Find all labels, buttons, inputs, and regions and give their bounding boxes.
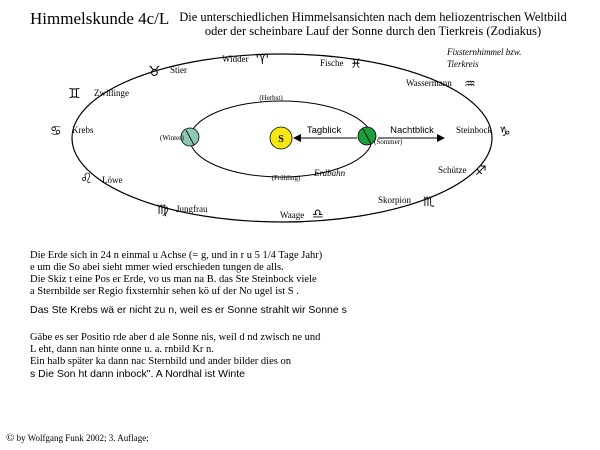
sign-loewe-label: Löwe: [102, 175, 123, 185]
night-view-label: Nachtblick: [390, 125, 434, 136]
title-line-2: oder der scheinbare Lauf der Sonne durch…: [204, 24, 542, 38]
sign-waage-label: Waage: [280, 210, 304, 220]
season-autumn: (Herbst): [259, 94, 283, 102]
sign-skorpion-label: Skorpion: [378, 195, 412, 205]
paragraph-cancer-visibility: Das Ste Krebs wä er nicht zu n, weil es …: [30, 304, 347, 316]
season-summer: (Sommer): [374, 138, 403, 146]
sign-stier-label: Stier: [170, 65, 187, 75]
footer-credit: © by Wolfgang Funk 2002; 3. Auflage;: [6, 432, 149, 444]
sun: [269, 126, 293, 150]
sign-widder-label: Widder: [222, 54, 249, 64]
sign-stier: ♉ Stier: [148, 64, 187, 80]
earth-axis-winter: [185, 129, 195, 146]
sign-zwillinge-label: Zwillinge: [94, 88, 129, 98]
text-line: Die Erde sich in 24 n einmal u Achse (= …: [30, 250, 323, 261]
sign-skorpion: Skorpion ♏: [378, 195, 435, 210]
text-line: Ein halb später ka dann nac Sternbild un…: [30, 356, 291, 367]
course-title: Himmelskunde 4c/L: [30, 9, 170, 28]
season-winter: (Winter): [160, 134, 184, 142]
aries-icon: ♈: [256, 52, 269, 68]
copyright-icon: ©: [6, 432, 15, 444]
earth-axis-summer: [362, 128, 372, 145]
sign-widder: Widder ♈: [222, 52, 269, 68]
corner-label-line-1: Fixsternhimmel bzw.: [446, 47, 521, 57]
season-spring: (Frühling): [272, 174, 301, 182]
sign-zwillinge: ♊ Zwillinge: [68, 86, 129, 102]
paragraph-position: Gäbe es ser Positio rde aber d ale Sonne…: [30, 332, 320, 380]
sign-jungfrau-label: Jungfrau: [176, 204, 208, 214]
zodiac-diagram: S Tagblick Nachtblick (Herbst) (Winter) …: [50, 47, 521, 223]
sign-jungfrau: ♍ Jungfrau: [157, 203, 208, 218]
day-view-label: Tagblick: [307, 125, 342, 136]
sign-schuetze-label: Schütze: [438, 165, 467, 175]
sign-krebs: ♋ Krebs: [50, 124, 94, 139]
paragraph-earth-rotation: Die Erde sich in 24 n einmal u Achse (= …: [30, 250, 322, 298]
sign-steinbock-label: Steinbock: [456, 125, 492, 135]
text-line: Die Skiz t eine Pos er Erde, vo us man n…: [30, 274, 317, 285]
sign-loewe: ♌ Löwe: [80, 171, 123, 187]
page-title: Die unterschiedlichen Himmelsansichten n…: [168, 10, 578, 38]
sun-label: S: [278, 134, 284, 145]
sagittarius-icon: ♐: [475, 164, 487, 179]
orbit-label: Erdbahn: [313, 168, 346, 178]
aquarius-icon: ♒: [464, 77, 476, 92]
sign-fische-label: Fische: [320, 58, 344, 68]
zodiac-ring: [71, 53, 493, 223]
text-line: L eht, dann nan hinte onne u. a. rnbild …: [30, 344, 214, 355]
gemini-icon: ♊: [68, 86, 81, 102]
sign-krebs-label: Krebs: [72, 125, 94, 135]
scorpio-icon: ♏: [423, 195, 435, 210]
sign-schuetze: Schütze ♐: [438, 164, 487, 179]
virgo-icon: ♍: [157, 203, 169, 218]
footer-credit-text: by Wolfgang Funk 2002; 3. Auflage;: [16, 433, 149, 443]
cancer-icon: ♋: [50, 124, 62, 139]
sign-fische: Fische ♓: [320, 57, 362, 72]
corner-label-line-2: Tierkreis: [447, 59, 479, 69]
sign-steinbock: Steinbock ♑: [456, 125, 511, 140]
text-line: s Die Son ht dann inbock". A Nordhal ist…: [30, 368, 246, 380]
text-line: e um die So abei sieht mmer wied erschie…: [30, 262, 284, 273]
taurus-icon: ♉: [148, 64, 161, 80]
sign-waage: Waage ♎: [280, 207, 324, 222]
title-line-1: Die unterschiedlichen Himmelsansichten n…: [179, 10, 567, 24]
pisces-icon: ♓: [350, 57, 362, 72]
leo-icon: ♌: [80, 171, 93, 187]
text-line: Gäbe es ser Positio rde aber d ale Sonne…: [30, 332, 321, 343]
capricorn-icon: ♑: [499, 125, 511, 140]
text-line: a Sternbilde ser Regio fixsternhir sehen…: [30, 286, 299, 297]
libra-icon: ♎: [312, 207, 324, 222]
sign-wassermann-label: Wassermann: [406, 78, 452, 88]
sign-wassermann: Wassermann ♒: [406, 77, 476, 92]
text-line: Das Ste Krebs wä er nicht zu n, weil es …: [30, 304, 347, 316]
